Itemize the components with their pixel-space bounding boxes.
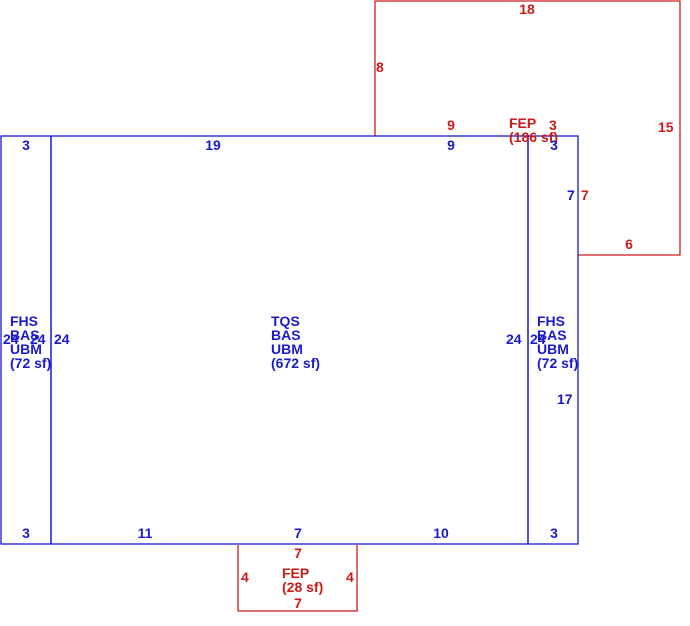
- porch-bottom-outline: [237, 545, 358, 612]
- dim-right-left: 24: [530, 331, 546, 347]
- dim-porch-bottom-top: 7: [294, 545, 302, 561]
- dim-main-right: 24: [506, 331, 522, 347]
- porch-bottom-label: FEP (28 sf): [282, 565, 323, 595]
- dim-main-top-right: 9: [447, 137, 455, 153]
- dim-left-top: 3: [22, 137, 30, 153]
- right-wing-outline: [527, 135, 579, 545]
- dim-right-top: 3: [550, 137, 558, 153]
- dim-porch-top-left: 8: [376, 59, 384, 75]
- right-area-label: FHS BAS UBM (72 sf): [537, 313, 578, 371]
- dim-porch-top-right: 15: [658, 119, 674, 135]
- dim-right-lower: 17: [557, 391, 573, 407]
- left-area-label: FHS BAS UBM (72 sf): [10, 313, 51, 371]
- dim-porch-top-notch: 3: [549, 117, 557, 133]
- dim-left-bottom: 3: [22, 525, 30, 541]
- dim-left-side-outer: 24: [3, 331, 19, 347]
- porch-top-label: FEP (186 sf): [509, 115, 558, 145]
- dim-right-step: 7: [567, 187, 575, 203]
- dim-main-top: 19: [205, 137, 221, 153]
- dim-porch-top-bottom-right: 6: [625, 236, 633, 252]
- dim-main-bottom-left: 11: [138, 525, 153, 541]
- dim-porch-bottom-bottom: 7: [294, 595, 302, 611]
- dim-porch-top-bottom-left: 9: [447, 117, 455, 133]
- dim-main-bottom-right: 10: [433, 525, 449, 541]
- dim-main-left: 24: [54, 331, 70, 347]
- dim-porch-bottom-right: 4: [346, 569, 354, 585]
- dim-porch-top-top: 18: [519, 1, 535, 17]
- dim-porch-bottom-left: 4: [241, 569, 249, 585]
- main-area-label: TQS BAS UBM (672 sf): [271, 313, 320, 371]
- dim-porch-top-step: 7: [581, 187, 589, 203]
- dim-right-bottom: 3: [550, 525, 558, 541]
- dim-left-side-inner: 24: [30, 331, 46, 347]
- porch-top-outline: [374, 0, 681, 256]
- dim-main-bottom-mid: 7: [294, 525, 302, 541]
